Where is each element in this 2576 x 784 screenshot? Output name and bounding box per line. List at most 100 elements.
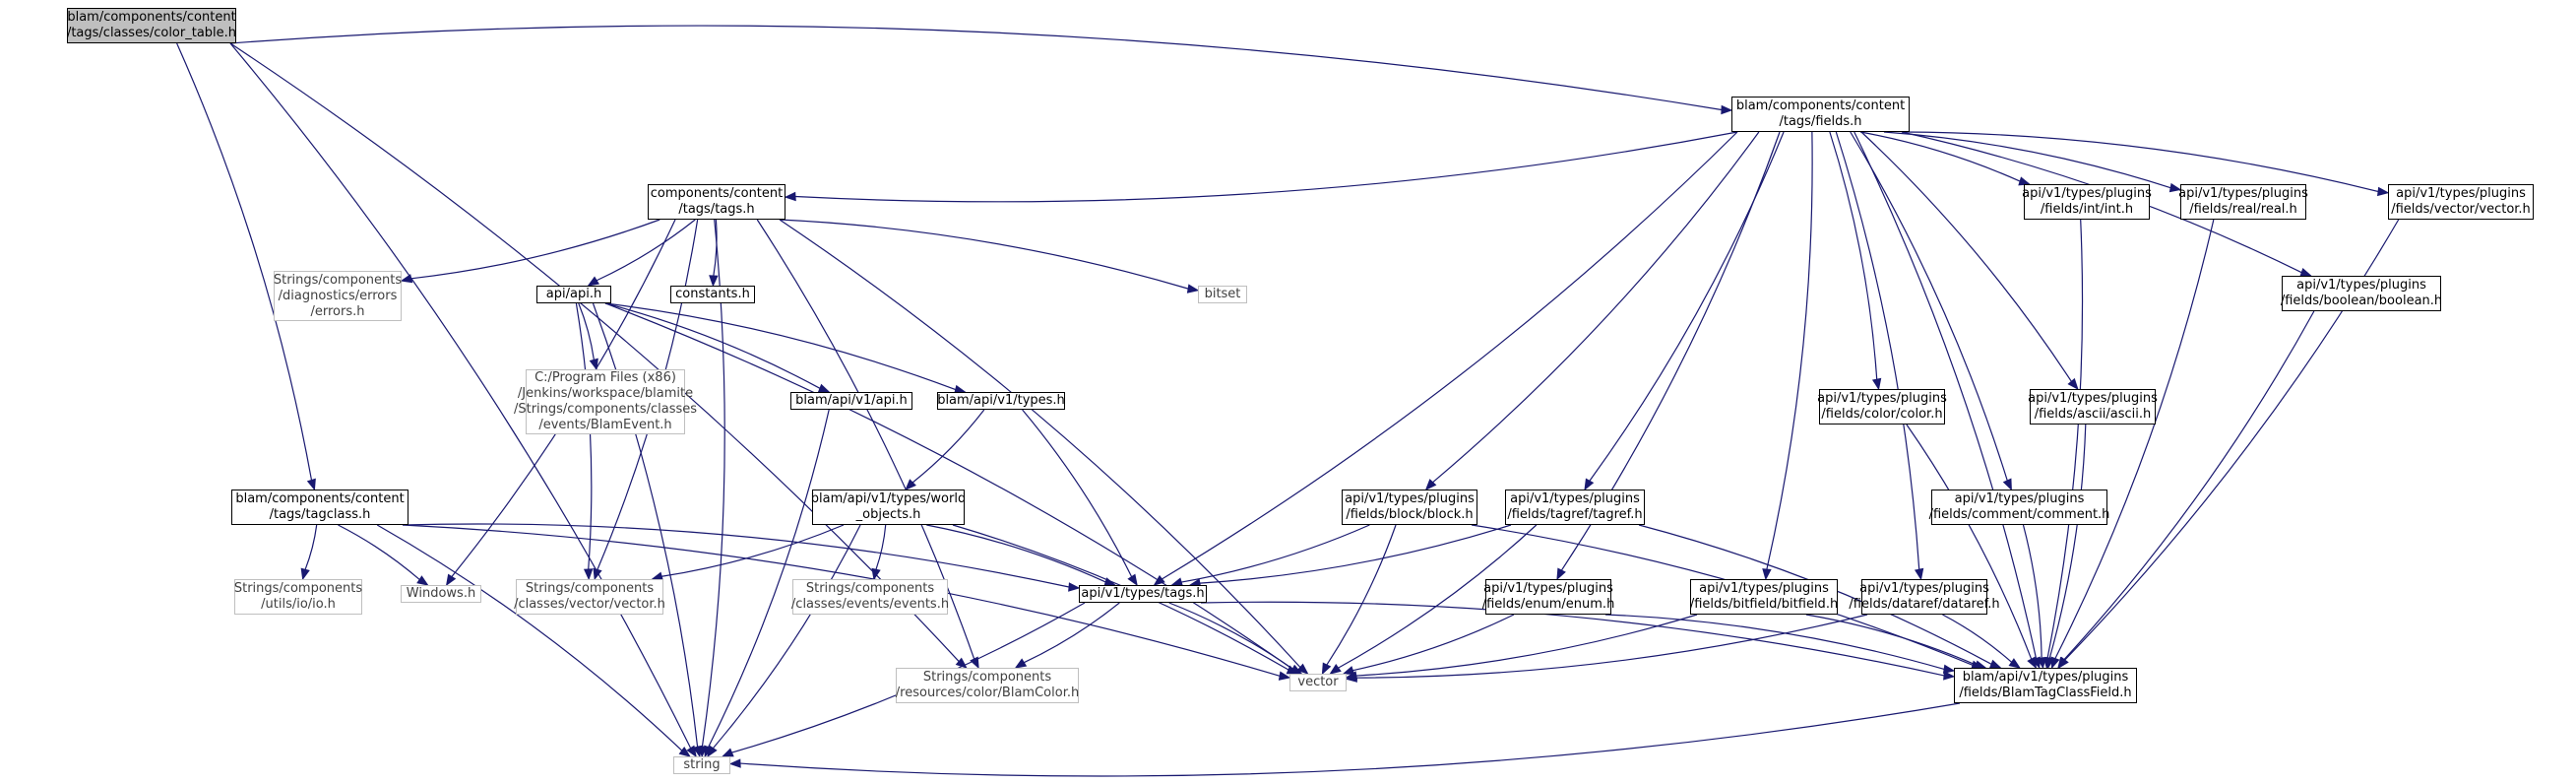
node-label-line: /errors.h — [310, 303, 365, 319]
edge-tagclass-to-io — [304, 524, 318, 570]
edge-dataref-to-vector — [1355, 614, 1868, 679]
edge-color_table-to-fields — [229, 25, 1723, 111]
node-tagclass[interactable]: blam/components/content/tags/tagclass.h — [231, 490, 408, 525]
node-tagref[interactable]: api/v1/types/plugins/fields/tagref/tagre… — [1505, 490, 1645, 525]
node-blam-api[interactable]: blam/api/v1/api.h — [790, 392, 912, 410]
arrowhead — [721, 748, 734, 757]
node-label-line: api/v1/types/plugins — [2296, 278, 2426, 293]
arrowhead — [589, 358, 598, 371]
node-real[interactable]: api/v1/types/plugins/fields/real/real.h — [2178, 184, 2308, 220]
node-comment[interactable]: api/v1/types/plugins/fields/comment/comm… — [1928, 490, 2110, 525]
node-constants[interactable]: constants.h — [670, 286, 755, 303]
edge-api-to-blamevent — [578, 302, 595, 360]
node-block[interactable]: api/v1/types/plugins/fields/block/block.… — [1342, 490, 1477, 525]
edge-enum-to-vector — [1352, 614, 1515, 672]
edge-blam_api-to-string — [708, 409, 830, 748]
edge-fields-to-tags — [794, 131, 1738, 203]
node-label-line: /diagnostics/errors — [278, 288, 398, 303]
edge-bitfield-to-btcf — [1805, 614, 1977, 666]
node-tags[interactable]: components/content/tags/tags.h — [648, 184, 785, 220]
node-label-line: api/v1/types/plugins — [2396, 186, 2526, 201]
node-label-line: blam/components/content — [235, 491, 405, 506]
edge-color_table-to-string — [229, 42, 692, 749]
edge-tags-to-errors — [410, 219, 660, 280]
arrowhead — [2057, 656, 2068, 670]
node-errors: Strings/components/diagnostics/errors/er… — [274, 271, 402, 321]
edge-api-to-blam_api — [604, 302, 821, 389]
node-windows: Windows.h — [401, 585, 481, 603]
node-tagsh[interactable]: api/v1/types/tags.h — [1079, 585, 1207, 603]
node-label-line: /fields/color/color.h — [1821, 407, 1943, 422]
edge-color_table-to-blamcolor — [229, 42, 960, 662]
arrowhead — [1289, 664, 1303, 675]
node-label-line: api/api.h — [545, 287, 602, 301]
node-bitfield[interactable]: api/v1/types/plugins/fields/bitfield/bit… — [1690, 579, 1838, 615]
edge-block-to-tagsh — [1181, 524, 1370, 583]
node-label-line: blam/api/v1/types/world — [810, 491, 967, 506]
node-label-line: blam/components/content — [67, 10, 236, 25]
node-label-line: api/v1/types/plugins — [2028, 391, 2158, 406]
node-label-line: /resources/color/BlamColor.h — [895, 686, 1080, 700]
node-color-table: blam/components/content/tags/classes/col… — [67, 8, 236, 43]
node-boolean[interactable]: api/v1/types/plugins/fields/boolean/bool… — [2281, 276, 2442, 311]
node-label-line: /tags/tagclass.h — [269, 507, 371, 522]
node-world[interactable]: blam/api/v1/types/world_objects.h — [810, 490, 967, 525]
node-vectorh[interactable]: api/v1/types/plugins/fields/vector/vecto… — [2388, 184, 2534, 220]
arrowhead — [2067, 377, 2079, 391]
arrowhead — [678, 746, 691, 757]
arrowhead — [1342, 666, 1355, 676]
node-ascii[interactable]: api/v1/types/plugins/fields/ascii/ascii.… — [2028, 389, 2158, 425]
edge-api-to-string — [592, 302, 699, 748]
node-label-line: blam/api/v1/types.h — [937, 393, 1065, 408]
arrowhead — [1914, 567, 1924, 581]
node-label-line: api/v1/types/plugins — [1954, 491, 2085, 506]
edge-fields-to-btcf — [1853, 131, 2038, 659]
arrowhead — [1321, 662, 1332, 676]
node-label-line: /fields/bitfield/bitfield.h — [1689, 597, 1839, 612]
node-label-line: api/v1/types/plugins — [1345, 491, 1475, 506]
node-int[interactable]: api/v1/types/plugins/fields/int/int.h — [2022, 184, 2152, 220]
edge-fields-to-dataref — [1835, 131, 1920, 570]
arrowhead — [306, 478, 316, 491]
node-label-line: api/v1/types/plugins — [1859, 581, 1989, 596]
arrowhead — [1942, 664, 1956, 675]
arrowhead — [2008, 658, 2021, 669]
node-label-line: /fields/comment/comment.h — [1928, 507, 2110, 522]
edge-color_table-to-tagclass — [176, 42, 313, 481]
node-btcf[interactable]: blam/api/v1/types/plugins/fields/BlamTag… — [1954, 668, 2137, 703]
node-label-line: api/v1/types/plugins — [2178, 186, 2308, 201]
arrowhead — [1296, 663, 1309, 675]
node-label-line: Strings/components — [922, 670, 1052, 685]
edge-tagclass-to-windows — [338, 524, 420, 580]
node-fields[interactable]: blam/components/content/tags/fields.h — [1731, 97, 1910, 132]
node-label-line: /fields/dataref/dataref.h — [1849, 597, 2000, 612]
arrowhead — [1127, 573, 1138, 587]
node-colorh[interactable]: api/v1/types/plugins/fields/color/color.… — [1817, 389, 1947, 425]
arrowhead — [2037, 656, 2046, 670]
edge-world-to-tagsh — [926, 524, 1106, 583]
arrowhead — [1943, 671, 1956, 681]
node-dataref[interactable]: api/v1/types/plugins/fields/dataref/data… — [1849, 579, 2000, 615]
node-label-line: /fields/block/block.h — [1346, 507, 1474, 522]
node-blam-types[interactable]: blam/api/v1/types.h — [937, 392, 1065, 410]
edge-colorh-to-btcf — [1906, 424, 2033, 660]
node-label-line: /fields/vector/vector.h — [2391, 202, 2531, 217]
node-label-line: string — [683, 757, 721, 772]
edge-fields-to-tagsh — [1162, 131, 1738, 580]
node-label-line: /fields/enum/enum.h — [1481, 597, 1615, 612]
edge-boolean-to-btcf — [2063, 310, 2315, 661]
edge-comment-to-btcf — [2022, 524, 2042, 659]
arrowhead — [593, 567, 602, 581]
arrowhead — [1871, 377, 1882, 391]
edge-tagclass-to-string — [376, 524, 683, 751]
edge-tagclass-to-vector — [402, 524, 1281, 677]
edge-fields-to-block — [1432, 131, 1760, 484]
arrowhead — [1988, 659, 2002, 669]
edge-ascii-to-btcf — [2048, 424, 2087, 659]
edge-tagsh-to-blamcolor — [1024, 602, 1120, 664]
node-label-line: /tags/classes/color_table.h — [66, 26, 237, 40]
node-label-line: /classes/vector/vector.h — [514, 597, 665, 612]
node-enum[interactable]: api/v1/types/plugins/fields/enum/enum.h — [1482, 579, 1614, 615]
arrowhead — [300, 567, 310, 581]
node-api[interactable]: api/api.h — [536, 286, 611, 303]
